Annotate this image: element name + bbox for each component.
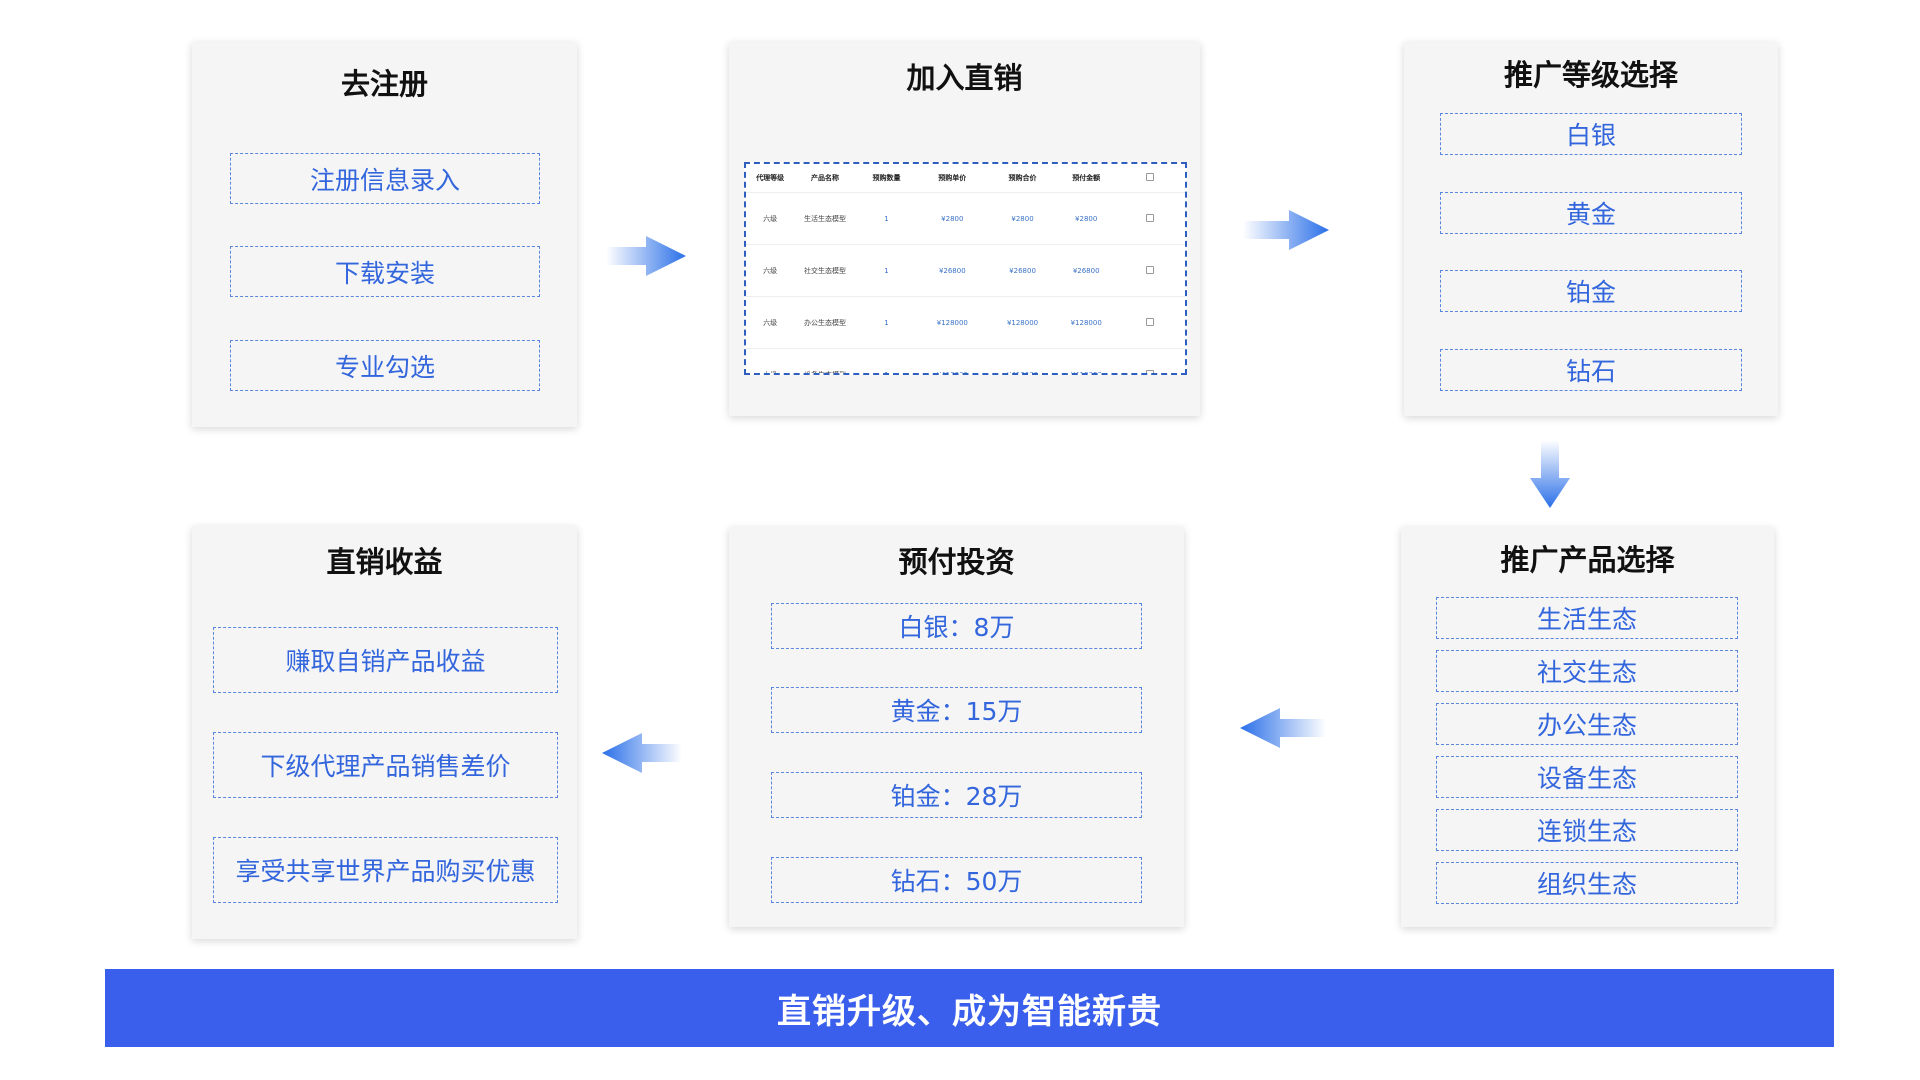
table-header: 预购合价 <box>1008 174 1037 182</box>
product-option-office[interactable]: 办公生态 <box>1436 703 1738 745</box>
card-income: 直销收益 赚取自销产品收益 下级代理产品销售差价 享受共享世界产品购买优惠 <box>192 526 577 939</box>
card-join-title: 加入直销 <box>906 61 1023 95</box>
income-item-self-sales: 赚取自销产品收益 <box>213 627 558 693</box>
card-product: 推广产品选择 生活生态 社交生态 办公生态 设备生态 连锁生态 组织生态 <box>1401 527 1774 927</box>
register-item-major: 专业勾选 <box>230 340 540 391</box>
table-cell: 六级 <box>746 296 795 349</box>
table-cell: 生活生态模型 <box>794 192 856 245</box>
table-header: 产品名称 <box>811 174 839 182</box>
arrow-right-icon <box>606 236 686 276</box>
level-option-platinum[interactable]: 铂金 <box>1440 270 1742 312</box>
product-option-life[interactable]: 生活生态 <box>1436 597 1738 639</box>
table-row: 六级 设备生态模型 1 ¥418000 ¥418000 ¥418000 <box>746 348 1185 373</box>
table-cell: 社交生态模型 <box>794 244 856 297</box>
row-checkbox[interactable] <box>1114 296 1185 349</box>
table-cell: ¥418000 <box>917 348 988 373</box>
card-join: 加入直销 代理等级 产品名称 预购数量 预购单价 预购合价 预付金额 六级 生活… <box>729 42 1200 416</box>
order-table: 代理等级 产品名称 预购数量 预购单价 预购合价 预付金额 六级 生活生态模型 … <box>746 164 1185 373</box>
prepay-item-platinum: 铂金：28万 <box>771 772 1142 818</box>
prepay-item-diamond: 钻石：50万 <box>771 857 1142 903</box>
table-cell: ¥2800 <box>987 192 1058 245</box>
row-checkbox[interactable] <box>1114 348 1185 373</box>
table-row: 六级 办公生态模型 1 ¥128000 ¥128000 ¥128000 <box>746 296 1185 349</box>
product-option-org[interactable]: 组织生态 <box>1436 862 1738 904</box>
table-cell: ¥2800 <box>917 192 988 245</box>
register-item-info: 注册信息录入 <box>230 153 540 204</box>
card-prepay-title: 预付投资 <box>898 545 1015 579</box>
table-cell: 办公生态模型 <box>794 296 856 349</box>
table-header: 代理等级 <box>756 174 785 182</box>
arrow-left-icon <box>1240 708 1326 748</box>
table-row: 六级 社交生态模型 1 ¥26800 ¥26800 ¥26800 <box>746 244 1185 297</box>
arrow-down-icon <box>1530 440 1570 508</box>
table-cell: ¥418000 <box>987 348 1058 373</box>
level-option-gold[interactable]: 黄金 <box>1440 192 1742 234</box>
card-level-title: 推广等级选择 <box>1503 58 1678 92</box>
card-product-title: 推广产品选择 <box>1500 543 1675 577</box>
table-cell: ¥128000 <box>917 296 988 349</box>
level-option-diamond[interactable]: 钻石 <box>1440 349 1742 391</box>
order-table-frame: 代理等级 产品名称 预购数量 预购单价 预购合价 预付金额 六级 生活生态模型 … <box>744 162 1187 375</box>
arrow-right-icon <box>1243 210 1329 250</box>
table-cell: ¥128000 <box>987 296 1058 349</box>
table-cell: 六级 <box>746 348 795 373</box>
table-cell: 1 <box>855 348 918 373</box>
bottom-banner: 直销升级、成为智能新贵 <box>105 969 1834 1047</box>
table-cell: ¥26800 <box>917 244 988 297</box>
card-income-title: 直销收益 <box>326 545 443 579</box>
table-header: 预购单价 <box>938 174 967 182</box>
row-checkbox[interactable] <box>1114 244 1185 297</box>
table-cell: ¥128000 <box>1057 296 1115 349</box>
table-cell: 六级 <box>746 244 795 297</box>
prepay-item-silver: 白银：8万 <box>771 603 1142 649</box>
product-option-social[interactable]: 社交生态 <box>1436 650 1738 692</box>
register-item-download: 下载安装 <box>230 246 540 297</box>
table-row: 六级 生活生态模型 1 ¥2800 ¥2800 ¥2800 <box>746 192 1185 245</box>
table-cell: ¥2800 <box>1057 192 1115 245</box>
table-header: 预付金额 <box>1072 174 1101 182</box>
table-cell: 设备生态模型 <box>794 348 856 373</box>
table-cell: 1 <box>855 244 918 297</box>
table-cell: ¥418000 <box>1057 348 1115 373</box>
table-header: 预购数量 <box>872 174 901 182</box>
product-option-device[interactable]: 设备生态 <box>1436 756 1738 798</box>
arrow-left-icon <box>602 733 682 773</box>
table-cell: 六级 <box>746 192 795 245</box>
table-header-row: 代理等级 产品名称 预购数量 预购单价 预购合价 预付金额 <box>746 164 1185 193</box>
income-item-agent-diff: 下级代理产品销售差价 <box>213 732 558 798</box>
card-prepay: 预付投资 白银：8万 黄金：15万 铂金：28万 钻石：50万 <box>729 527 1184 927</box>
table-cell: ¥26800 <box>1057 244 1115 297</box>
product-option-chain[interactable]: 连锁生态 <box>1436 809 1738 851</box>
table-cell: 1 <box>855 296 918 349</box>
card-register-title: 去注册 <box>340 67 428 101</box>
card-level: 推广等级选择 白银 黄金 铂金 钻石 <box>1404 42 1778 416</box>
prepay-item-gold: 黄金：15万 <box>771 687 1142 733</box>
income-item-discount: 享受共享世界产品购买优惠 <box>213 837 558 903</box>
select-all-checkbox[interactable] <box>1115 164 1185 193</box>
table-cell: 1 <box>855 192 918 245</box>
table-cell: ¥26800 <box>987 244 1058 297</box>
row-checkbox[interactable] <box>1114 192 1185 245</box>
level-option-silver[interactable]: 白银 <box>1440 113 1742 155</box>
card-register: 去注册 注册信息录入 下载安装 专业勾选 <box>192 42 577 427</box>
